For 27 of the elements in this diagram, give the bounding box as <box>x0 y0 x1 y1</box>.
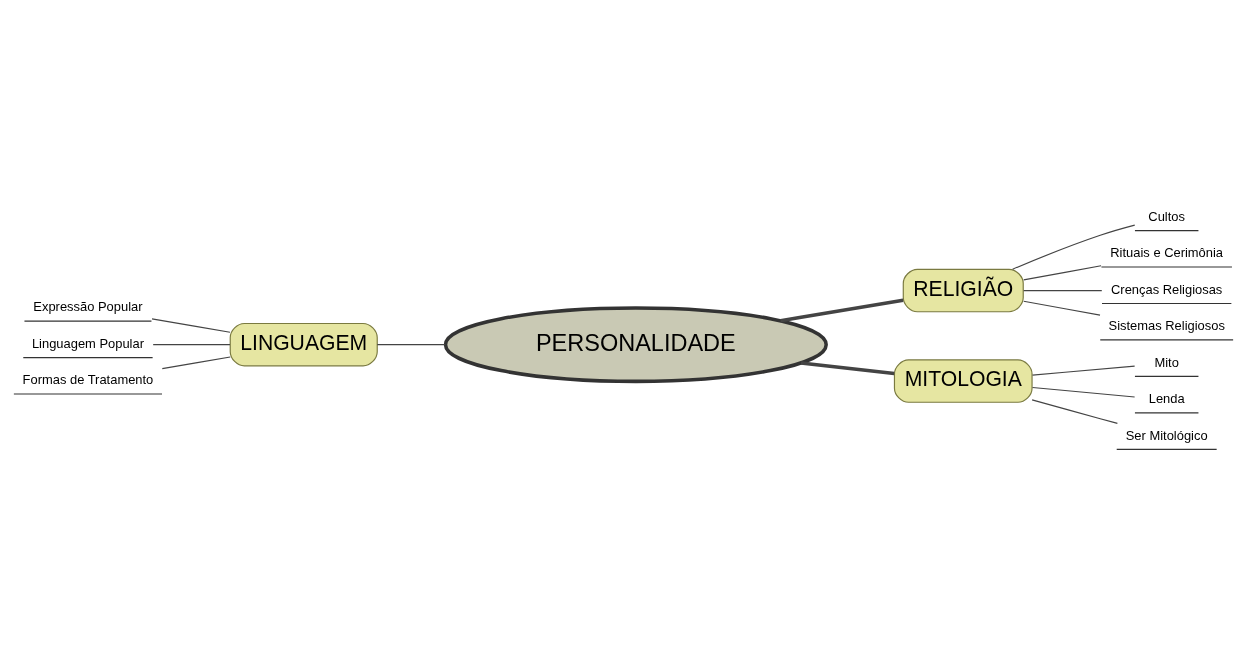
node-box: LINGUAGEM <box>229 322 378 366</box>
node-text: Cultos <box>1148 208 1186 224</box>
node-box: MITOLOGIA <box>893 358 1033 403</box>
connector <box>376 343 446 345</box>
node-text: Linguagem Popular <box>31 335 144 351</box>
connector <box>1023 264 1102 280</box>
connector <box>161 355 231 369</box>
node-text: Crenças Religiosas <box>1111 281 1223 297</box>
node-text: Ser Mitológico <box>1125 427 1208 443</box>
node-ellipse: PERSONALIDADE <box>443 305 828 383</box>
node-text: Rituais e Cerimônia <box>1110 244 1224 260</box>
node-text: Sistemas Religiosos <box>1108 317 1225 333</box>
node-text: Lenda <box>1148 390 1185 406</box>
connector <box>151 317 231 333</box>
node-text: Expressão Popular <box>33 298 143 314</box>
connector <box>1031 386 1136 398</box>
node-text: Formas de Tratamento <box>22 371 154 387</box>
connector <box>152 343 231 345</box>
connector <box>800 360 895 375</box>
connector <box>1031 365 1136 376</box>
node-box: RELIGIÃO <box>902 268 1024 312</box>
node-text: Mito <box>1154 354 1179 370</box>
connector <box>1023 300 1101 316</box>
connector <box>1031 398 1118 424</box>
connector <box>1012 224 1136 270</box>
connector <box>780 298 904 322</box>
connector <box>1023 289 1103 291</box>
